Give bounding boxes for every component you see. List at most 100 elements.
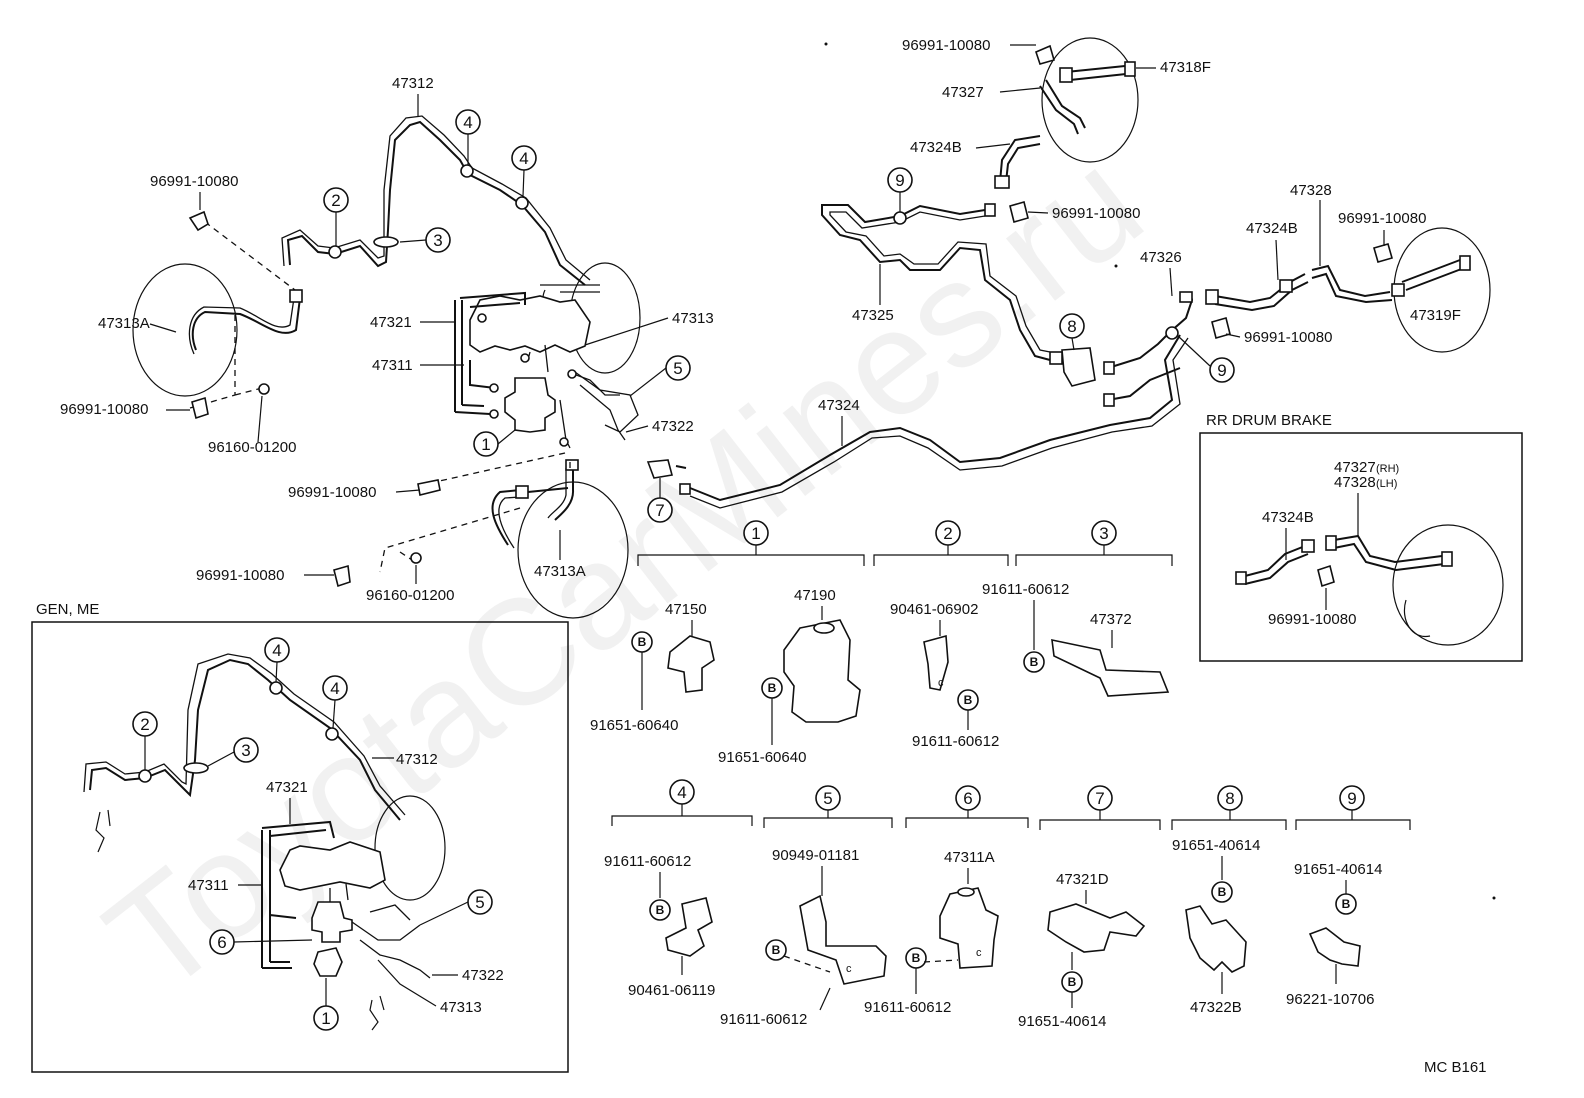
bolt-b-4: B bbox=[649, 899, 671, 921]
svg-text:6: 6 bbox=[217, 933, 226, 952]
main-circled-numbers: 2 3 4 4 5 1 7 9 8 9 bbox=[323, 109, 1235, 523]
rr-drum-brake-panel: RR DRUM BRAKE 47327 (RH) 47328 (LH) 4732… bbox=[1199, 412, 1523, 662]
svg-text:B: B bbox=[1068, 975, 1077, 989]
label-96160-a: 96160-01200 bbox=[208, 439, 296, 456]
svg-text:B: B bbox=[768, 681, 777, 695]
gen-circle-num-1: 1 bbox=[313, 1005, 339, 1031]
key-circle-7: 7 bbox=[1087, 785, 1113, 811]
svg-text:2: 2 bbox=[140, 715, 149, 734]
circle-num-4b: 4 bbox=[511, 145, 537, 171]
label-47313a: 47313A bbox=[98, 315, 150, 332]
label-47313: 47313 bbox=[672, 310, 714, 327]
circle-num-9a: 9 bbox=[887, 167, 913, 193]
rr-label-96991: 96991-10080 bbox=[1268, 611, 1356, 628]
label-47312: 47312 bbox=[392, 75, 434, 92]
label-96991-e: 96991-10080 bbox=[902, 37, 990, 54]
svg-text:3: 3 bbox=[1099, 524, 1108, 543]
key5-label-90949: 90949-01181 bbox=[772, 847, 859, 864]
clip-96991-b bbox=[191, 396, 209, 420]
label-47327: 47327 bbox=[942, 84, 984, 101]
key-circle-4: 4 bbox=[669, 779, 695, 805]
part-47150 bbox=[667, 635, 715, 693]
label-47318f: 47318F bbox=[1160, 59, 1211, 76]
left-front-drum bbox=[132, 263, 238, 397]
svg-text:B: B bbox=[912, 951, 921, 965]
label-47322: 47322 bbox=[652, 418, 694, 435]
bracket-2-point bbox=[328, 245, 342, 259]
part-47321d bbox=[1047, 903, 1146, 953]
rr-title: RR DRUM BRAKE bbox=[1206, 412, 1332, 429]
label-96991-h: 96991-10080 bbox=[1244, 329, 1332, 346]
bracket-4a-point bbox=[460, 164, 474, 178]
svg-text:1: 1 bbox=[751, 524, 760, 543]
key9-label-91651: 91651-40614 bbox=[1294, 861, 1382, 878]
svg-text:c: c bbox=[846, 963, 852, 975]
bolt-b-1b: B bbox=[761, 677, 783, 699]
bracket-4b-point bbox=[515, 196, 529, 210]
diagram-code: MC B161 bbox=[1424, 1059, 1487, 1076]
bolt-b-8: B bbox=[1211, 881, 1233, 903]
clip-96991-f bbox=[1009, 201, 1029, 223]
label-47326: 47326 bbox=[1140, 249, 1182, 266]
gen-circle-num-4b: 4 bbox=[322, 675, 348, 701]
part-90461-06119 bbox=[665, 897, 713, 957]
svg-text:9: 9 bbox=[1217, 361, 1226, 380]
key-circle-8: 8 bbox=[1217, 785, 1243, 811]
svg-text:1: 1 bbox=[481, 435, 490, 454]
gen-circle-num-6: 6 bbox=[209, 929, 235, 955]
key-circle-5: 5 bbox=[815, 785, 841, 811]
upper-rear-drum bbox=[1041, 37, 1139, 163]
svg-text:B: B bbox=[1218, 885, 1227, 899]
circle-num-3: 3 bbox=[425, 227, 451, 253]
part-key-2: 4 91611-60612 B 90461-06119 5 90949-0118… bbox=[604, 779, 1411, 1030]
rr-pipe-47327 bbox=[1333, 534, 1445, 572]
key-circle-2: 2 bbox=[935, 520, 961, 546]
key4-label-91611: 91611-60612 bbox=[604, 853, 691, 870]
svg-text:8: 8 bbox=[1225, 789, 1234, 808]
key-circle-9: 9 bbox=[1339, 785, 1365, 811]
svg-text:8: 8 bbox=[1067, 317, 1076, 336]
label-96991-f: 96991-10080 bbox=[1052, 205, 1140, 222]
part-47311a bbox=[939, 887, 999, 969]
svg-text:9: 9 bbox=[1347, 789, 1356, 808]
hose-47324b bbox=[999, 135, 1041, 183]
proportioning-valve bbox=[504, 377, 556, 433]
left-hose-fitting bbox=[289, 289, 303, 303]
key-circle-3: 3 bbox=[1091, 520, 1117, 546]
svg-text:B: B bbox=[638, 635, 647, 649]
bracket-9a-point bbox=[893, 211, 907, 225]
label-96991-c: 96991-10080 bbox=[288, 484, 376, 501]
key3-label-91611: 91611-60612 bbox=[982, 581, 1069, 598]
circle-num-8: 8 bbox=[1059, 313, 1085, 339]
clip-96991-c bbox=[417, 479, 441, 496]
pipe-47328 bbox=[1311, 264, 1393, 304]
circle-num-1: 1 bbox=[473, 431, 499, 457]
connector-7 bbox=[646, 459, 673, 479]
ring-96160-a bbox=[258, 383, 270, 395]
svg-text:2: 2 bbox=[943, 524, 952, 543]
bolt-b-7: B bbox=[1061, 971, 1083, 993]
key7-label-47321d: 47321D bbox=[1056, 871, 1109, 888]
svg-text:2: 2 bbox=[331, 191, 340, 210]
svg-text:4: 4 bbox=[272, 641, 281, 660]
circle-num-2: 2 bbox=[323, 187, 349, 213]
gen-master-cylinder bbox=[279, 841, 386, 891]
circle-num-7: 7 bbox=[647, 497, 673, 523]
part-96221-10706 bbox=[1308, 927, 1361, 967]
ring-96160-b bbox=[410, 552, 422, 564]
rr-hose-47324b bbox=[1244, 545, 1309, 585]
svg-text:5: 5 bbox=[673, 359, 682, 378]
svg-text:5: 5 bbox=[475, 893, 484, 912]
label-47324b-2: 47324B bbox=[1246, 220, 1298, 237]
circle-num-5: 5 bbox=[665, 355, 691, 381]
label-47328: 47328 bbox=[1290, 182, 1332, 199]
label-96991-d: 96991-10080 bbox=[196, 567, 284, 584]
label-96991-g: 96991-10080 bbox=[1338, 210, 1426, 227]
callouts: 47312 96991-10080 47313A 96991-10080 961… bbox=[60, 37, 1461, 604]
key7-label-91651: 91651-40614 bbox=[1018, 1013, 1106, 1030]
bolt-b-9: B bbox=[1335, 893, 1357, 915]
label-47311: 47311 bbox=[372, 357, 413, 374]
gen-circle-num-2: 2 bbox=[132, 711, 158, 737]
svg-text:6: 6 bbox=[963, 789, 972, 808]
